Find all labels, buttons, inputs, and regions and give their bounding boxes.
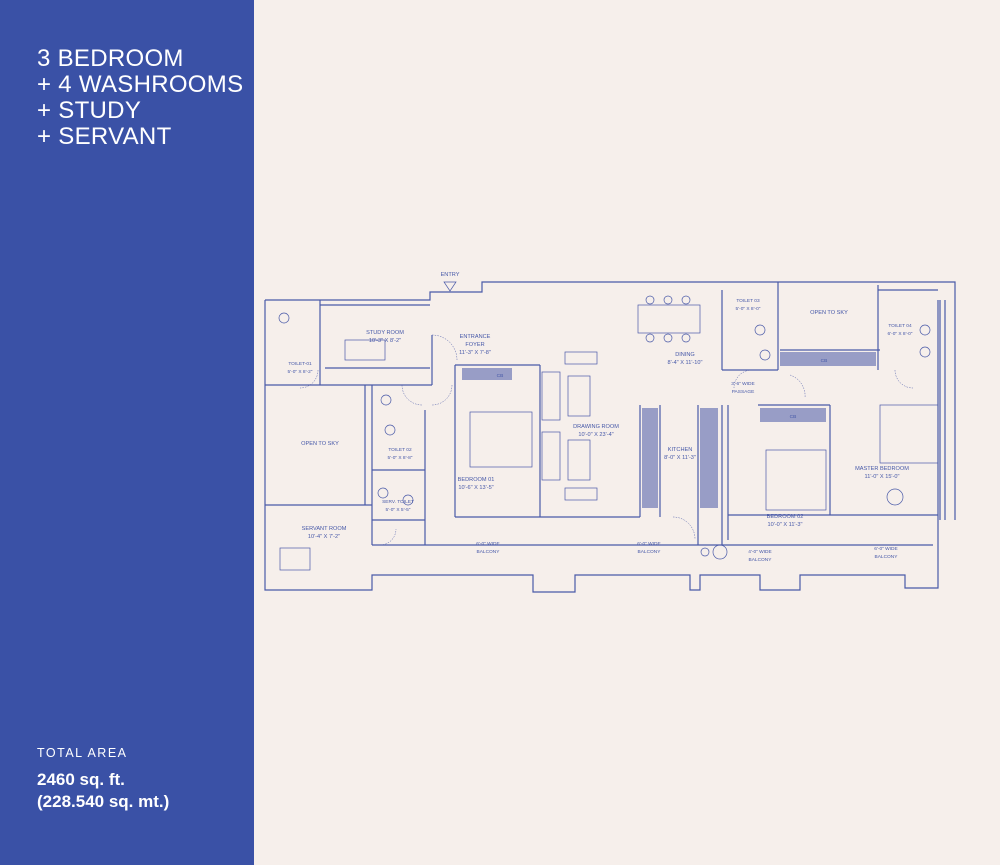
entry-marker: ENTRY <box>441 272 460 292</box>
servant-dims: 10'-4" X 7'-2" <box>308 534 340 540</box>
cupboard-label-bedroom02: CB <box>790 414 797 420</box>
balcony1-width: 6'-0" WIDE <box>476 541 499 547</box>
bedroom01-dims: 10'-6" X 13'-5" <box>458 485 493 491</box>
headline-washrooms: + 4 WASHROOMS <box>37 71 244 98</box>
foyer-name2: FOYER <box>465 342 484 348</box>
room-labels: TOILET-01 5'-0" X 8'-2" STUDY ROOM 10'-3… <box>288 298 913 563</box>
drawing-name: DRAWING ROOM <box>573 424 619 430</box>
balcony4-width: 6'-0" WIDE <box>874 546 897 552</box>
toilet03-name: TOILET 03 <box>736 298 760 304</box>
toilet04-name: TOILET 04 <box>888 323 912 329</box>
floor-plan-drawing: CB CB CB <box>264 272 956 593</box>
cupboard-label-bedroom01: CB <box>497 373 504 379</box>
kitchen-dims: 8'-0" X 11'-3" <box>664 455 696 461</box>
study-name: STUDY ROOM <box>366 330 404 336</box>
master-dims: 11'-0" X 15'-0" <box>865 474 900 480</box>
balcony3-width: 4'-0" WIDE <box>748 549 771 555</box>
interior-walls <box>265 282 938 546</box>
bedroom02-dims: 10'-0" X 11'-3" <box>768 522 803 528</box>
passage-name: PASSAGE <box>732 389 755 395</box>
toilet01-name: TOILET-01 <box>288 361 312 367</box>
total-area-label: TOTAL AREA <box>37 746 128 760</box>
bedroom02-name: BEDROOM 02 <box>767 514 804 520</box>
toilet03-dims: 5'-0" X 8'-0" <box>736 306 761 312</box>
headline-study: + STUDY <box>37 97 142 124</box>
servant-name: SERVANT ROOM <box>302 526 347 532</box>
kitchen-name: KITCHEN <box>668 447 693 453</box>
toilet02-name: TOILET 02 <box>388 447 412 453</box>
balcony2-width: 6'-0" WIDE <box>637 541 660 547</box>
balcony4-name: BALCONY <box>875 554 899 560</box>
open-sky-left: OPEN TO SKY <box>301 441 339 447</box>
open-sky-top: OPEN TO SKY <box>810 310 848 316</box>
total-area-sqft: 2460 sq. ft. <box>37 770 125 789</box>
plan-area: CB CB CB <box>254 0 1000 865</box>
cupboards: CB CB CB <box>462 352 876 508</box>
total-area-sqmt: (228.540 sq. mt.) <box>37 792 170 811</box>
headline-bedrooms: 3 BEDROOM <box>37 45 184 72</box>
dining-name: DINING <box>675 352 695 358</box>
balcony3-name: BALCONY <box>749 557 773 563</box>
furniture <box>278 295 939 571</box>
headline-servant: + SERVANT <box>37 123 172 150</box>
master-name: MASTER BEDROOM <box>855 466 909 472</box>
toilet04-dims: 6'-0" X 8'-0" <box>888 331 913 337</box>
study-dims: 10'-3" X 8'-2" <box>369 338 401 344</box>
dining-dims: 8'-4" X 11'-10" <box>668 360 703 366</box>
info-sidebar: 3 BEDROOM + 4 WASHROOMS + STUDY + SERVAN… <box>0 0 254 865</box>
balcony1-name: BALCONY <box>477 549 501 555</box>
outer-walls <box>264 281 956 593</box>
toilet01-dims: 5'-0" X 8'-2" <box>288 369 313 375</box>
entry-label: ENTRY <box>441 272 460 278</box>
foyer-dims: 11'-3" X 7'-8" <box>459 350 491 356</box>
bedroom01-name: BEDROOM 01 <box>458 477 495 483</box>
toilet02-dims: 5'-0" X 8'-8" <box>388 455 413 461</box>
cupboard-label-top: CB <box>821 358 828 364</box>
serv-toilet-name: SERV. TOILET <box>382 499 414 505</box>
serv-toilet-dims: 5'-0" X 5'-5" <box>386 507 411 513</box>
drawing-dims: 10'-0" X 23'-4" <box>578 432 613 438</box>
configuration-heading: 3 BEDROOM + 4 WASHROOMS + STUDY + SERVAN… <box>37 46 243 150</box>
passage-width: 3'-6" WIDE <box>731 381 754 387</box>
foyer-name1: ENTRANCE <box>460 334 491 340</box>
balcony2-name: BALCONY <box>638 549 662 555</box>
door-swings <box>299 334 914 546</box>
